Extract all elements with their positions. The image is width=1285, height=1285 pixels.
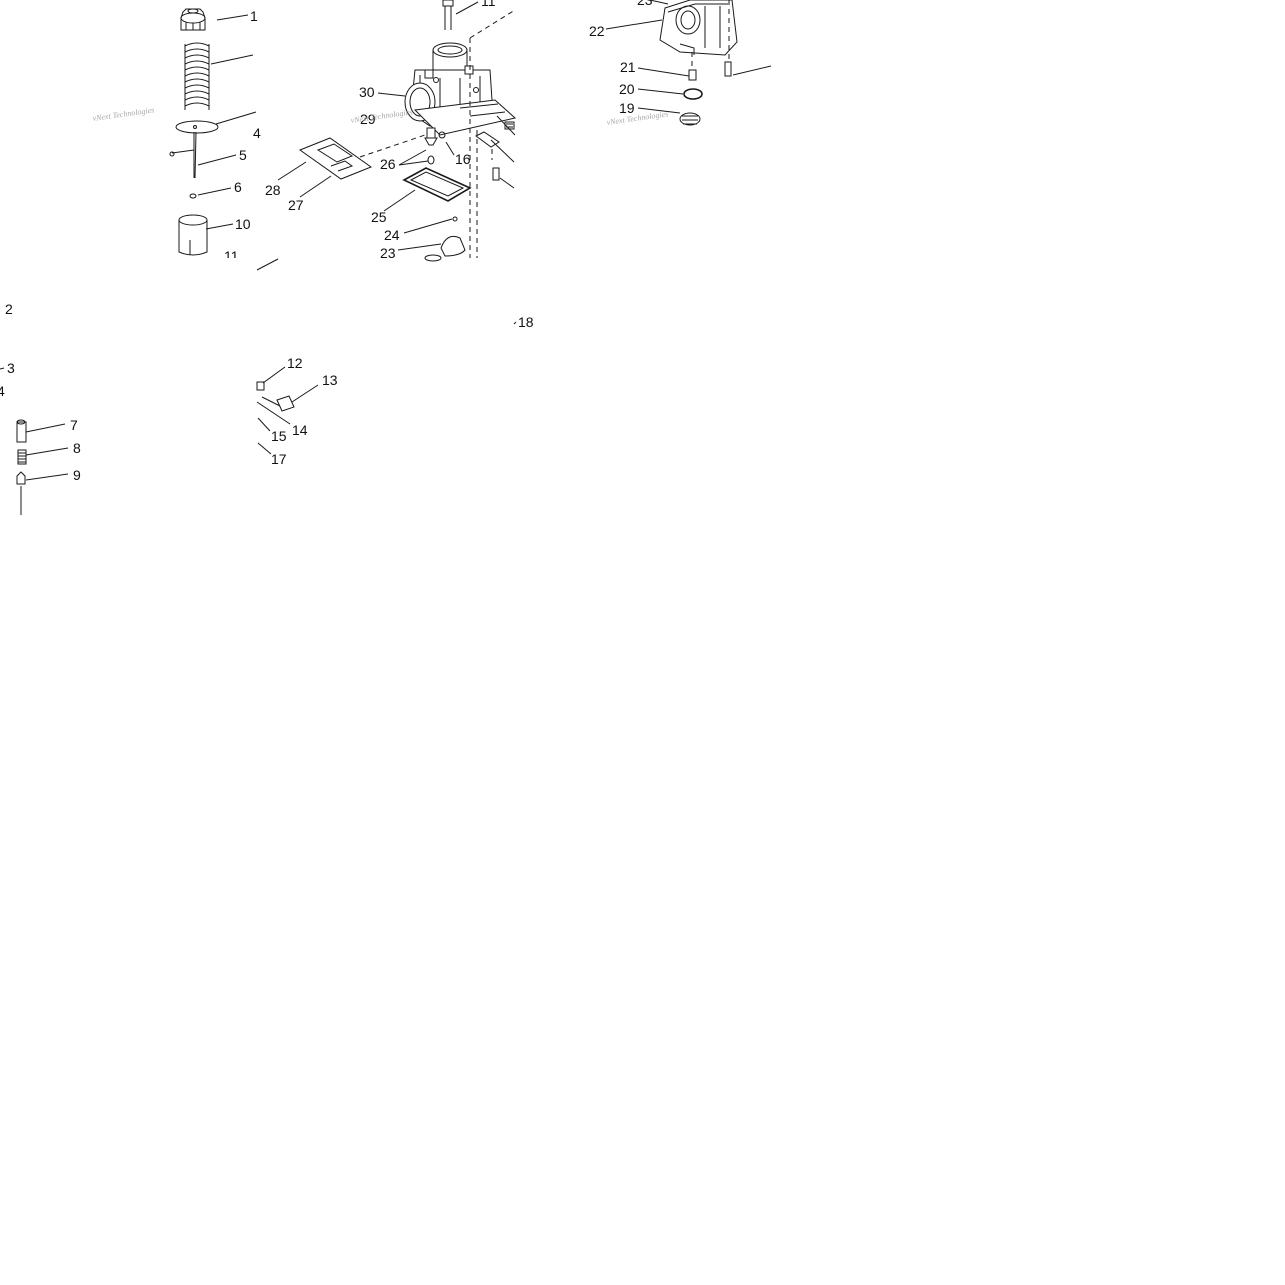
part-needle-jet <box>0 367 69 515</box>
callout-18: 18 <box>518 314 534 330</box>
part-gasket-pad <box>298 137 373 180</box>
callout-4-lower: 4 <box>0 383 5 399</box>
callout-28: 28 <box>265 182 281 198</box>
callout-27: 27 <box>288 197 304 213</box>
callout-12: 12 <box>287 355 303 371</box>
callout-7: 7 <box>70 417 78 433</box>
callout-25: 25 <box>371 209 387 225</box>
part-plate <box>175 120 219 134</box>
callout-1: 1 <box>250 8 258 24</box>
part-o-ring <box>637 88 703 100</box>
callout-30: 30 <box>359 84 375 100</box>
part-slide <box>178 214 208 256</box>
callout-3: 3 <box>7 360 15 376</box>
callout-6: 6 <box>234 179 242 195</box>
callout-2: 2 <box>5 301 13 317</box>
callout-4: 4 <box>253 125 261 141</box>
part-carb-body <box>404 42 517 136</box>
callout-29: 29 <box>360 111 376 127</box>
part-cap <box>180 8 206 31</box>
part-main-jet <box>637 52 697 81</box>
part-jets <box>424 127 446 165</box>
callout-9: 9 <box>73 467 81 483</box>
callout-15: 15 <box>271 428 287 444</box>
callout-26: 26 <box>380 156 396 172</box>
part-float-bowl <box>659 0 738 56</box>
callout-21: 21 <box>620 59 636 75</box>
callout-17: 17 <box>271 451 287 467</box>
part-float <box>424 216 466 262</box>
part-idle-screw <box>256 366 319 455</box>
callout-19: 19 <box>619 100 635 116</box>
callout-14: 14 <box>292 422 308 438</box>
part-clip <box>189 193 197 199</box>
callout-13: 13 <box>322 372 338 388</box>
part-needle <box>169 131 197 179</box>
callout-24: 24 <box>384 227 400 243</box>
callout-11-top: 11 <box>481 0 496 9</box>
part-top-bolt <box>442 0 479 30</box>
callout-23-right: 23 <box>637 0 653 8</box>
part-pilot-screw <box>475 115 516 189</box>
callout-22: 22 <box>589 23 605 39</box>
part-bowl-plug <box>637 107 701 126</box>
part-drain-screw <box>724 61 772 77</box>
callout-20: 20 <box>619 81 635 97</box>
callout-8: 8 <box>73 440 81 456</box>
callout-5: 5 <box>239 147 247 163</box>
part-bowl-gasket <box>402 167 472 202</box>
part-spring <box>184 42 210 110</box>
callout-23: 23 <box>380 245 396 261</box>
callout-11-left: 11 <box>224 249 239 258</box>
callout-10: 10 <box>235 216 251 232</box>
callout-16: 16 <box>455 151 471 167</box>
